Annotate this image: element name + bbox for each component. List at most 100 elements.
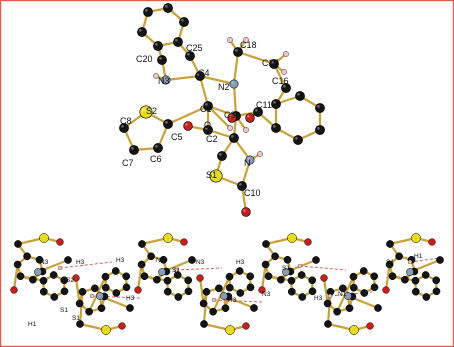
atom-ca [229,133,239,143]
atom-c4-highlight [197,73,200,76]
packing-atom-112 [395,252,403,261]
packing-label-0: N3 [40,259,49,266]
packing-atom-59 [215,284,223,293]
packing-atom-14 [56,238,64,246]
atom-c6 [153,143,163,153]
packing-label-15: H3 [228,297,237,304]
packing-atom-122 [428,238,436,246]
atom-h18b [227,37,233,43]
packing-atom-82 [297,271,306,279]
packing-label-17: S1 [386,259,394,266]
packing-atom-118 [421,271,430,279]
label-c11: C11 [256,100,272,110]
atom-c5 [163,119,173,129]
packing-atom-123 [406,268,414,276]
packing-atom-60 [246,283,255,292]
atom-r6-highlight [273,125,276,128]
packing-atom-71 [196,274,204,282]
atom-c11-highlight [255,109,258,112]
atom-h4 [153,73,159,79]
packing-bond-2-18 [136,263,143,292]
packing-atom-10 [49,271,58,279]
atom-p5 [153,41,163,51]
packing-atom-34 [126,304,134,312]
atom-c17 [269,59,279,69]
packing-h-atom-6 [407,259,413,265]
packing-atom-23 [91,284,99,293]
packing-atom-26 [101,283,110,292]
label-s1: S1 [206,170,217,180]
packing-atom-68 [242,322,250,330]
packing-atom-67 [225,325,235,335]
atom-c7-highlight [131,147,134,150]
packing-atom-116 [411,287,420,296]
packing-label-13: S2 [66,277,74,284]
atom-c1-highlight [205,103,208,106]
packing-atom-15 [34,268,42,276]
packing-atom-35 [72,274,80,282]
packing-atom-2 [16,272,25,281]
atom-c10-highlight [239,183,242,186]
label-c10: C10 [244,188,261,198]
atom-h17b [281,69,287,75]
packing-bond-4-18 [260,263,267,292]
packing-atom-48 [138,240,146,248]
bond-n3-c4 [164,74,202,82]
packing-atom-105 [344,292,352,300]
packing-atom-46 [173,271,182,279]
hydrogen-bond-1 [175,267,223,271]
packing-bond-1-18 [74,276,81,305]
hydrogen-bond-4 [213,299,263,303]
packing-atom-52 [188,256,196,264]
label-n2: N2 [218,82,230,92]
packing-atom-115 [422,293,431,301]
packing-atom-64 [235,267,244,275]
label-n1: N [244,158,251,168]
packing-atom-31 [101,325,111,335]
atom-c2-highlight [205,127,208,130]
atom-c8 [119,123,129,133]
label-c2: C2 [206,134,218,144]
packing-h-atom-1 [173,267,179,273]
atom-r1-highlight [273,101,276,104]
packing-atom-11 [60,276,69,285]
packing-h-atom-4 [211,297,217,303]
packing-atom-97 [360,289,369,297]
packing-bond-5-18 [322,276,329,305]
packing-atom-62 [225,283,234,292]
packing-atom-20 [85,307,93,316]
atom-n3 [161,75,171,85]
label-n3: N3 [158,76,170,86]
packing-atom-51 [158,268,166,276]
atom-c17-highlight [271,61,274,64]
packing-label-1: H3 [76,259,85,266]
packing-atom-87 [282,268,290,276]
molecule-structure [119,3,325,217]
atom-c4 [195,71,205,81]
atom-p2-highlight [165,5,168,8]
packing-atom-9 [39,276,48,285]
label-c18: C18 [240,40,257,50]
label-c4: C4 [198,68,210,78]
packing-atom-22 [78,287,87,296]
label-c1: C1 [200,104,212,114]
packing-atom-120 [386,240,394,248]
packing-bond-3-13 [202,290,208,326]
atom-o2 [245,113,255,123]
packing-atom-107 [320,274,328,282]
crystal-packing-chain [10,233,444,335]
packing-atom-32 [118,322,126,330]
packing-atom-30 [76,320,84,328]
packing-label-8: H3 [236,259,245,266]
bond-c4-n2 [198,74,236,86]
atom-h2 [227,125,233,131]
label-c16: C16 [272,76,289,86]
atom-cb-highlight [219,153,222,156]
packing-atom-98 [349,283,358,292]
atom-o2-highlight [247,115,250,118]
packing-h-atom-2 [297,263,303,269]
packing-label-3: N3 [156,257,165,264]
packing-atom-111 [385,260,394,269]
